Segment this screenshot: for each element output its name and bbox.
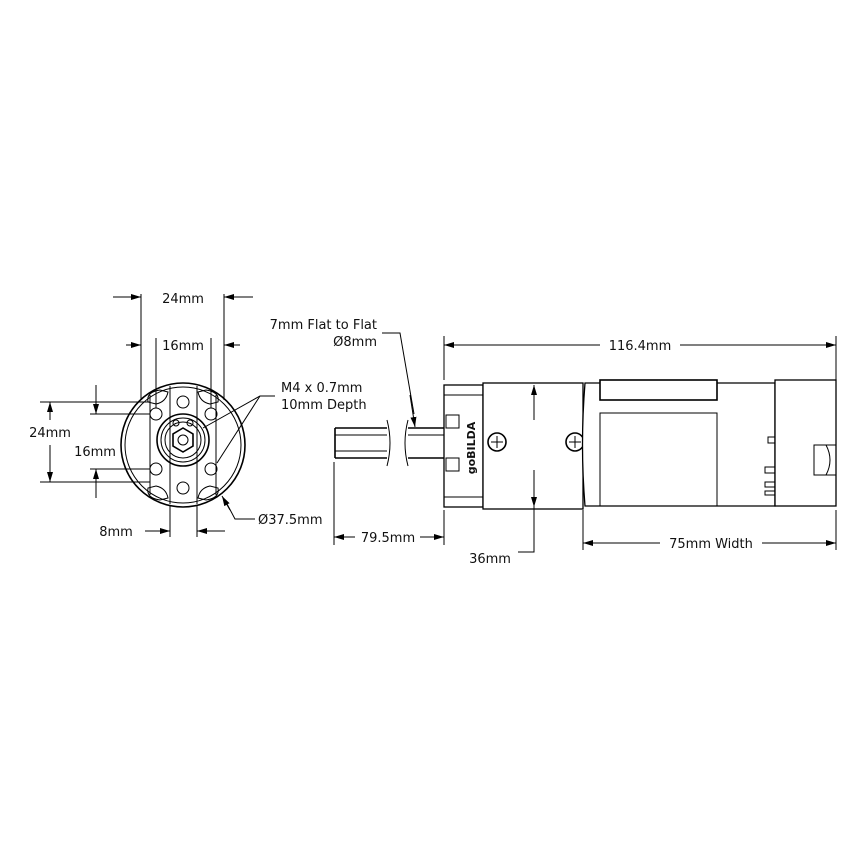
dim-motor-width: 75mm Width [669, 537, 753, 552]
dim-height-outer: 24mm [29, 426, 71, 441]
encoder-cap [774, 379, 837, 507]
gobilda-logo: goBILDA [465, 421, 478, 474]
dim-shaft-length: 79.5mm [361, 531, 415, 546]
dim-width-inner: 16mm [162, 339, 204, 354]
shaft-note-line2: Ø8mm [333, 335, 377, 350]
gearbox-housing [482, 382, 584, 510]
dim-height-inner: 16mm [74, 445, 116, 460]
shaft-note-line1: 7mm Flat to Flat [270, 318, 377, 333]
faceplate [443, 384, 484, 508]
screw-icon [487, 432, 507, 452]
motor-can [581, 382, 776, 507]
dim-slot: 8mm [99, 525, 133, 540]
dim-overall-length: 116.4mm [609, 339, 672, 354]
output-shaft [334, 419, 446, 467]
side-view: goBILDA 116.4mm 79.5mm [270, 318, 837, 567]
dim-width-outer: 24mm [162, 292, 204, 307]
dim-diameter: Ø37.5mm [258, 513, 323, 528]
connector [813, 444, 837, 476]
front-view: 24mm 16mm 24mm 16mm 8mm Ø37.5mm M4 x 0.7… [29, 292, 367, 540]
thread-note-line1: M4 x 0.7mm [281, 381, 362, 396]
hex-shaft-end [172, 427, 194, 453]
dim-body-height: 36mm [469, 552, 511, 567]
thread-note-line2: 10mm Depth [281, 398, 367, 413]
gearbox-outline [120, 382, 246, 508]
